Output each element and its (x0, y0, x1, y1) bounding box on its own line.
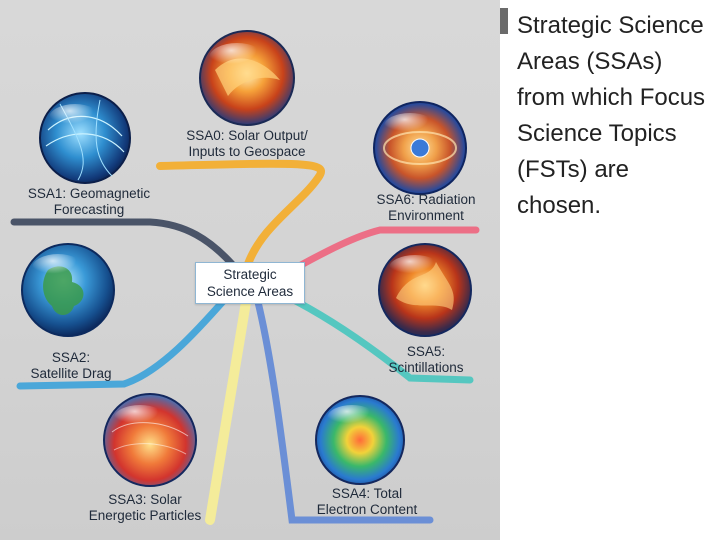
ssa1-label-line-2: Forecasting (14, 202, 164, 218)
ssa5-label-line-1: SSA5: (376, 344, 476, 360)
ssa1-label: SSA1: Geomagnetic Forecasting (14, 186, 164, 218)
connector-ssa3 (210, 302, 246, 520)
ssa2-label-line-1: SSA2: (16, 350, 126, 366)
ssa4-tec-image (316, 396, 404, 484)
ssa6-label-line-1: SSA6: Radiation (364, 192, 488, 208)
central-node: Strategic Science Areas (195, 262, 305, 304)
ssa3-label-line-1: SSA3: Solar (76, 492, 214, 508)
ssa3-particles-image (104, 394, 196, 486)
ssa4-label: SSA4: Total Electron Content (302, 486, 432, 518)
ssa3-label-line-2: Energetic Particles (76, 508, 214, 524)
ssa0-label-line-2: Inputs to Geospace (172, 144, 322, 160)
ssa4-label-line-1: SSA4: Total (302, 486, 432, 502)
ssa-mind-map: Strategic Science Areas SSA0: Solar Outp… (0, 0, 500, 540)
slide-caption: Strategic Science Areas (SSAs) from whic… (517, 8, 717, 224)
ssa4-label-line-2: Electron Content (302, 502, 432, 518)
central-node-line-1: Strategic (207, 266, 293, 283)
ssa6-label: SSA6: Radiation Environment (364, 192, 488, 224)
ssa0-label-line-1: SSA0: Solar Output/ (172, 128, 322, 144)
ssa1-label-line-1: SSA1: Geomagnetic (14, 186, 164, 202)
ssa0-label: SSA0: Solar Output/ Inputs to Geospace (172, 128, 322, 160)
ssa5-label: SSA5: Scintillations (376, 344, 476, 376)
ssa1-geomagnetic-image (40, 93, 130, 183)
connector-ssa0 (160, 164, 321, 264)
ssa2-earth-image (22, 244, 114, 336)
bullet-marker (500, 8, 508, 34)
ssa2-label: SSA2: Satellite Drag (16, 350, 126, 382)
ssa5-label-line-2: Scintillations (376, 360, 476, 376)
central-node-line-2: Science Areas (207, 283, 293, 300)
ssa6-radiation-image (374, 102, 466, 194)
ssa3-label: SSA3: Solar Energetic Particles (76, 492, 214, 524)
ssa0-sun-image (200, 31, 294, 125)
ssa6-label-line-2: Environment (364, 208, 488, 224)
ssa2-label-line-2: Satellite Drag (16, 366, 126, 382)
ssa5-scintillations-image (379, 244, 471, 336)
